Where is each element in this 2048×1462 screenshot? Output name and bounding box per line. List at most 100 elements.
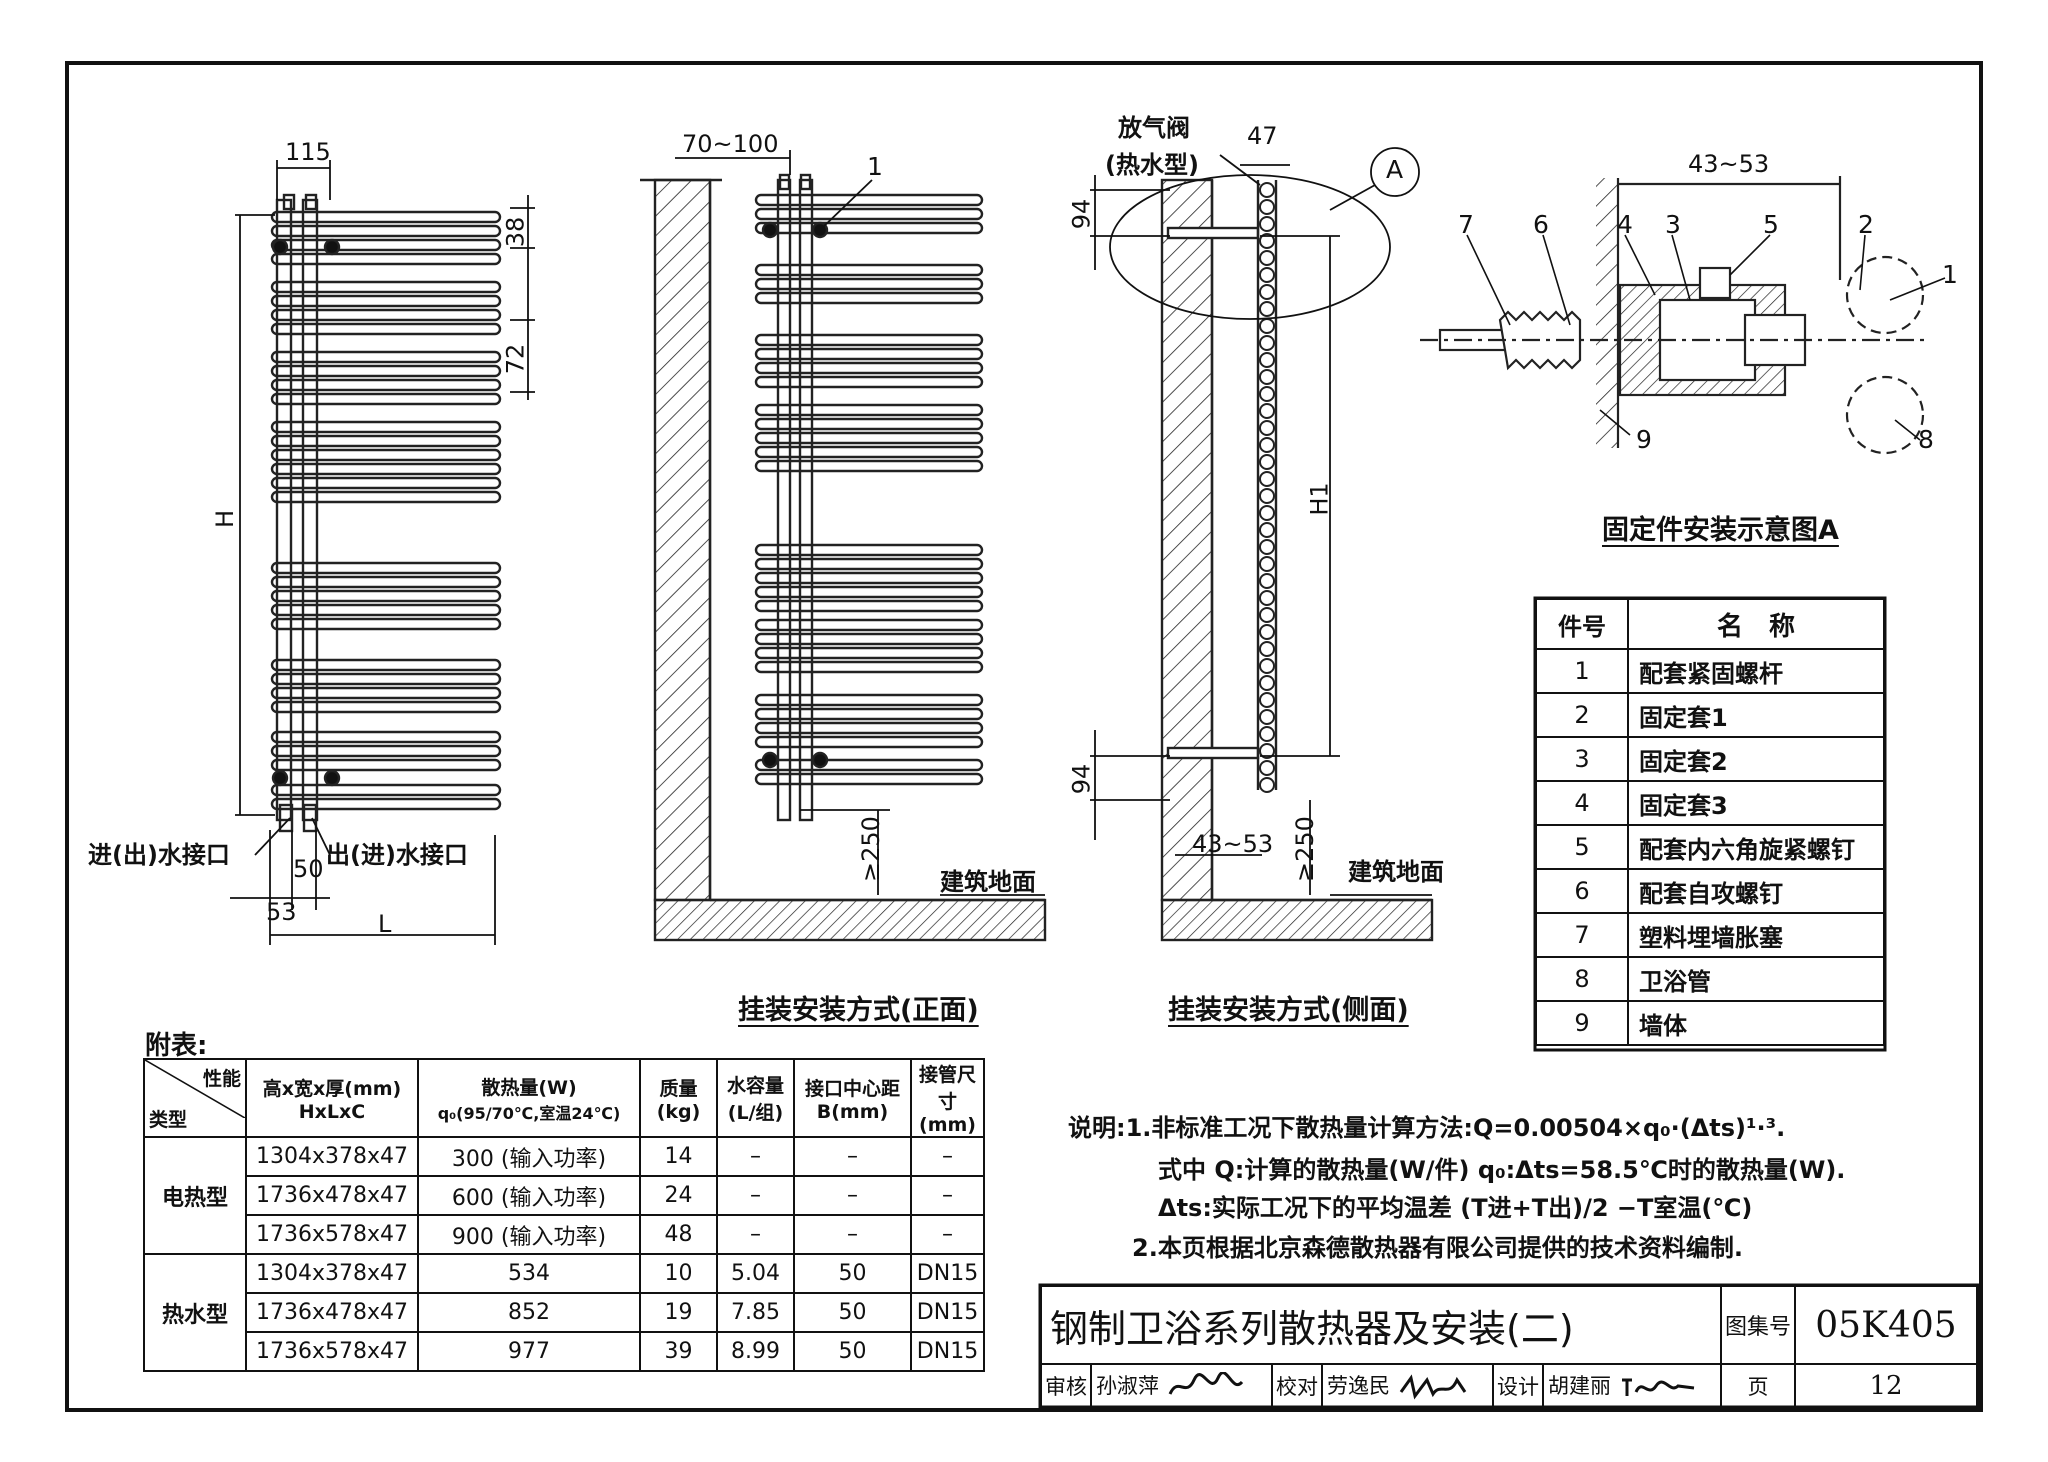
radiator-tube [754, 557, 984, 571]
cell-pipe: – [910, 1175, 985, 1216]
radiator-tube [754, 632, 984, 646]
radiator-tube [270, 658, 502, 672]
detail-a-dim-top: 43~53 [1688, 150, 1770, 178]
cell-mass: 24 [639, 1175, 718, 1216]
radiator-tube [754, 277, 984, 291]
wall-side-dim-250: ≥250 [1290, 816, 1319, 882]
design-label: 设计 [1492, 1363, 1544, 1409]
tube-section-circle [1259, 624, 1275, 640]
tube-section-circle [1259, 641, 1275, 657]
header-size-line2: HxLxC [298, 1100, 366, 1123]
design-name: 胡建丽 [1548, 1374, 1611, 1398]
tube-section-circle [1259, 573, 1275, 589]
radiator-tube [270, 797, 502, 811]
cell-water: 8.99 [716, 1331, 795, 1372]
radiator-tube [270, 730, 502, 744]
design-name-cell: 胡建丽 [1542, 1363, 1722, 1409]
review-name-cell: 孙淑萍 [1090, 1363, 1273, 1409]
front-dim-72: 72 [501, 343, 530, 375]
front-dim-50: 50 [293, 855, 324, 883]
cell-pipe: – [910, 1214, 985, 1255]
radiator-tube [754, 291, 984, 305]
type-hot-water: 热水型 [143, 1253, 247, 1372]
header-pipe-line2: (mm) [919, 1114, 976, 1136]
part-number: 8 [1535, 956, 1629, 1002]
cell-water: – [716, 1136, 795, 1177]
radiator-tube [270, 252, 502, 266]
cell-pipe: – [910, 1136, 985, 1177]
tube-section-circle [1259, 658, 1275, 674]
radiator-tube [270, 603, 502, 617]
tube-section-circle [1259, 556, 1275, 572]
header-mass: 质量(kg) [639, 1058, 718, 1138]
wall-side-caption: 挂装安装方式(侧面) [1168, 995, 1409, 1026]
radiator-tube [754, 646, 984, 660]
header-center-line2: B(mm) [816, 1100, 889, 1123]
header-water-line1: 水容量 [726, 1075, 784, 1097]
tube-section-circle [1259, 420, 1275, 436]
cell-water: 7.85 [716, 1292, 795, 1333]
note-line-2: 式中 Q:计算的散热量(W/件) q₀:Δts=58.5℃时的散热量(W). [1158, 1156, 1846, 1184]
radiator-tube [754, 707, 984, 721]
part-name: 固定套2 [1627, 736, 1885, 782]
header-pipe: 接管尺寸(mm) [910, 1058, 985, 1138]
wall-front-dim-top: 70~100 [682, 130, 779, 158]
tube-section-circle [1259, 539, 1275, 555]
wall-side-dim-43-53: 43~53 [1192, 830, 1274, 858]
corner-header-top: 性能 [202, 1068, 241, 1090]
detail-a-callout-8: 8 [1918, 425, 1934, 454]
tube-section-circle [1259, 284, 1275, 300]
note-line-3: Δts:实际工况下的平均温差 (T进+T出)/2 −T室温(℃) [1158, 1194, 1753, 1222]
tube-section-circle [1259, 454, 1275, 470]
radiator-tube [270, 322, 502, 336]
radiator-tube [270, 575, 502, 589]
tube-section-circle [1259, 199, 1275, 215]
radiator-tube [754, 417, 984, 431]
tube-section-circle [1259, 182, 1275, 198]
detail-a-callout-4: 4 [1617, 210, 1633, 239]
note-line-4: 2.本页根据北京森德散热器有限公司提供的技术资料编制. [1132, 1234, 1743, 1262]
check-signature [1399, 1374, 1466, 1400]
radiator-tube [270, 758, 502, 772]
drawing-title: 钢制卫浴系列散热器及安装(二) [1040, 1285, 1722, 1365]
tube-section-circle [1259, 777, 1275, 793]
radiator-tube [270, 364, 502, 378]
radiator-tube [754, 445, 984, 459]
radiator-tube [754, 347, 984, 361]
cell-mass: 48 [639, 1214, 718, 1255]
tube-section-circle [1259, 692, 1275, 708]
radiator-tube [754, 660, 984, 674]
part-name: 配套紧固螺杆 [1627, 648, 1885, 694]
part-number: 4 [1535, 780, 1629, 826]
detail-a-callout-1: 1 [1942, 260, 1958, 289]
radiator-tube [754, 263, 984, 277]
header-water: 水容量 (L/组) [716, 1058, 795, 1138]
header-heat: 散热量(W)q₀(95/70℃,室温24℃) [417, 1058, 641, 1138]
tube-section-circle [1259, 216, 1275, 232]
tube-section-circle [1259, 607, 1275, 623]
radiator-tube [270, 744, 502, 758]
cell-size: 1736x578x47 [245, 1331, 419, 1372]
radiator-tube [270, 378, 502, 392]
radiator-tube [754, 599, 984, 613]
header-mass-line2: (kg) [656, 1100, 701, 1123]
design-signature [1621, 1378, 1694, 1396]
cell-center: 50 [793, 1331, 912, 1372]
radiator-tube [754, 361, 984, 375]
front-view-dimensions [230, 160, 535, 945]
cell-heat: 534 [417, 1253, 641, 1294]
outlet-label: 出(进)水接口 [326, 841, 468, 869]
header-water-line2: (L/组) [727, 1102, 784, 1124]
